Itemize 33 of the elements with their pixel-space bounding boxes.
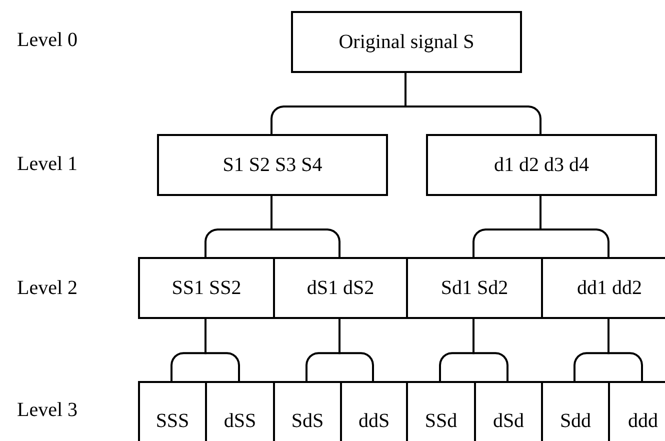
connector-line <box>338 319 374 381</box>
node-label: Sdd <box>560 410 592 432</box>
level-label: Level 2 <box>17 277 78 300</box>
node-label: dSd <box>492 410 524 432</box>
connector-line <box>270 196 340 257</box>
process-box <box>157 134 388 196</box>
node-label: SdS <box>291 410 324 432</box>
node-label: SSS <box>156 410 190 432</box>
node-label: S1 S2 S3 S4 <box>222 154 322 176</box>
process-box <box>426 134 657 196</box>
node-label: dSS <box>224 410 256 432</box>
connector-line <box>472 319 508 381</box>
node-label: dd1 dd2 <box>577 276 642 300</box>
process-box <box>406 257 543 319</box>
process-box <box>291 11 522 73</box>
connector-line <box>204 319 240 381</box>
process-box <box>273 257 408 319</box>
node-label: SSd <box>424 410 458 432</box>
connector-line <box>540 196 610 257</box>
process-box <box>138 381 207 441</box>
node-label: ddS <box>358 410 390 432</box>
node-label: dS1 dS2 <box>306 276 374 300</box>
connector-line <box>608 319 643 381</box>
level-label: Level 0 <box>17 29 78 52</box>
node-label: SS1 SS2 <box>172 276 242 300</box>
level-label: Level 3 <box>17 399 78 422</box>
node-label: d1 d2 d3 d4 <box>494 154 589 176</box>
process-box <box>541 257 665 319</box>
node-label: ddd <box>628 410 658 432</box>
node-label: Original signal S <box>338 30 474 54</box>
process-box <box>138 257 275 319</box>
node-label: Sd1 Sd2 <box>440 276 508 300</box>
level-label: Level 1 <box>17 153 78 176</box>
